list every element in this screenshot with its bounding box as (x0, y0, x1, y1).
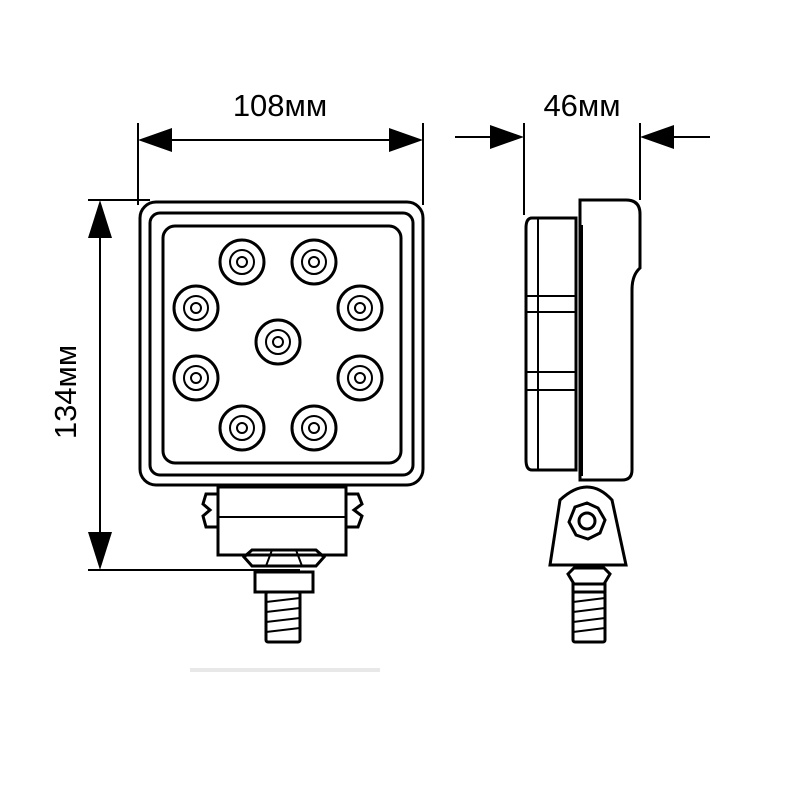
led-reflector (172, 284, 220, 332)
led-ring (301, 415, 327, 441)
width-arrow-right (389, 128, 423, 152)
led-chip (190, 372, 202, 384)
depth-arrow-right (640, 125, 674, 149)
height-label: 134мм (48, 345, 83, 439)
led-ring (229, 249, 255, 275)
depth-arrow-left (490, 125, 524, 149)
front-housing-outer (138, 200, 425, 487)
led-chip (354, 302, 366, 314)
bottom-nut-facet-2 (295, 549, 303, 567)
led-reflector (218, 404, 266, 452)
height-arrow-bottom (88, 532, 112, 570)
width-dimension: 108мм (137, 88, 424, 205)
bottom-nut (241, 548, 327, 568)
led-chip (308, 256, 320, 268)
left-nut (201, 492, 218, 529)
led-chip (272, 336, 284, 348)
led-reflector (336, 354, 384, 402)
depth-dimension: 46мм (455, 88, 710, 215)
front-view (138, 200, 425, 644)
width-label: 108мм (233, 88, 327, 123)
bottom-nut-facet-1 (265, 549, 273, 567)
front-bracket (216, 485, 348, 557)
led-reflector (254, 318, 302, 366)
side-view (524, 198, 642, 644)
led-reflector (336, 284, 384, 332)
led-chip (354, 372, 366, 384)
led-ring (183, 295, 209, 321)
led-array (172, 238, 384, 452)
led-ring (347, 365, 373, 391)
front-bolt (264, 590, 302, 644)
led-chip (236, 256, 248, 268)
side-gear-nut (567, 501, 607, 541)
led-ring (183, 365, 209, 391)
side-gear-hole (577, 511, 597, 531)
side-bracket (548, 485, 628, 567)
led-chip (236, 422, 248, 434)
led-reflector (172, 354, 220, 402)
led-ring (301, 249, 327, 275)
height-arrow-top (88, 200, 112, 238)
front-lens (161, 224, 403, 465)
side-bottom-nut (566, 566, 612, 586)
led-reflector (218, 238, 266, 286)
led-reflector (290, 238, 338, 286)
led-reflector (290, 404, 338, 452)
depth-label: 46мм (543, 88, 620, 123)
right-nut (346, 492, 364, 529)
led-ring (347, 295, 373, 321)
bottom-washer (253, 570, 315, 594)
led-chip (190, 302, 202, 314)
width-arrow-left (138, 128, 172, 152)
side-bolt (571, 590, 607, 644)
led-ring (265, 329, 291, 355)
front-housing-rim (148, 211, 415, 477)
side-rear-housing (578, 198, 642, 482)
side-front-bezel (524, 216, 578, 472)
led-ring (229, 415, 255, 441)
led-chip (308, 422, 320, 434)
height-dimension: 134мм (48, 199, 300, 571)
